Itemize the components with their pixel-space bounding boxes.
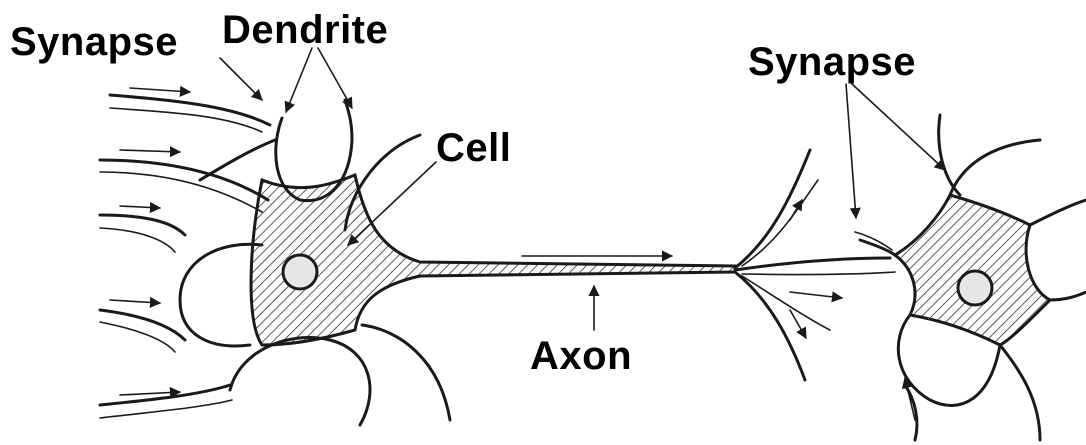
left-flow-arrow-2	[120, 150, 180, 152]
left-dendrite-lobe-right-lower	[362, 325, 450, 420]
label-synapse-left: Synapse	[10, 22, 178, 62]
left-dendrite-lobe-left	[180, 244, 262, 346]
left-flow-arrow-5	[120, 392, 180, 395]
terminal-mid-b	[742, 272, 895, 275]
left-branch-1b	[110, 108, 262, 132]
terminal-arrow-up	[790, 200, 802, 220]
terminal-lower-b	[742, 276, 830, 330]
left-flow-arrow-3	[120, 206, 160, 208]
label-synapse-right: Synapse	[748, 42, 916, 82]
synapse-right-pointer-1	[846, 84, 856, 218]
label-dendrite: Dendrite	[222, 10, 388, 50]
right-neuron	[855, 115, 1086, 440]
left-branch-3b	[100, 228, 175, 252]
right-nucleus	[958, 271, 992, 305]
terminal-upper-b	[742, 180, 818, 266]
axon-terminals	[735, 150, 895, 380]
right-dendrite-right	[1030, 200, 1086, 225]
left-branch-2	[100, 160, 268, 200]
dendrite-pointer-2	[318, 48, 352, 108]
left-branch-2c	[200, 140, 275, 180]
terminal-mid	[735, 258, 890, 270]
left-flow-arrow-4	[110, 300, 160, 303]
synapse-left-pointer	[220, 58, 262, 100]
left-flow-arrow-1	[130, 88, 190, 92]
left-branch-3	[100, 215, 185, 235]
terminal-arrow-right	[790, 292, 842, 298]
left-dendrite-lobe-lower	[230, 337, 370, 425]
label-axon: Axon	[530, 336, 632, 376]
right-dendrite-right-low	[1050, 292, 1086, 300]
left-nucleus	[283, 255, 317, 289]
left-cell-body	[251, 175, 735, 345]
right-dendrite-bottom-b	[1000, 345, 1040, 440]
label-cell: Cell	[436, 128, 511, 168]
dendrite-pointer-1	[286, 48, 312, 112]
right-dendrite-upper	[950, 140, 1040, 195]
right-dendrite-left-low	[905, 385, 917, 440]
synapse-right-pointer-2	[852, 84, 945, 170]
terminal-upper	[735, 150, 810, 268]
terminal-lower	[735, 272, 805, 380]
